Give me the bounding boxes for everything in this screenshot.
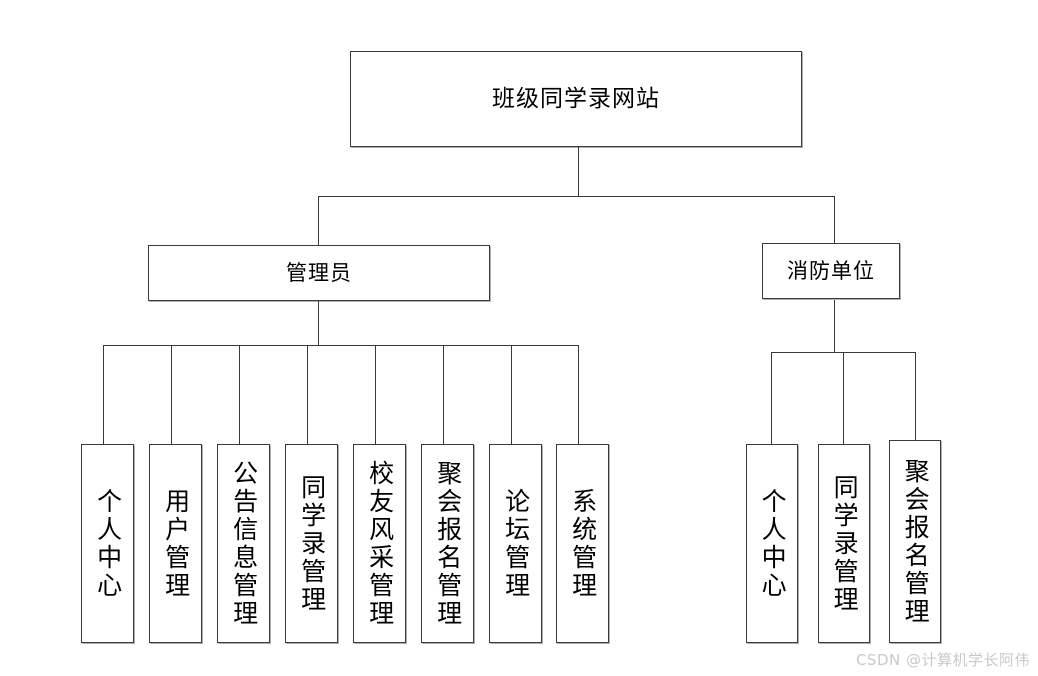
node-admin-child-forum-management[interactable]: 论坛管理 — [489, 444, 542, 643]
node-admin[interactable]: 管理员 — [148, 245, 490, 301]
connector-admin-child-2 — [171, 345, 172, 444]
connector-admin-child-4 — [307, 345, 308, 444]
node-admin-child-system-management[interactable]: 系统管理 — [556, 444, 609, 643]
node-root[interactable]: 班级同学录网站 — [350, 51, 802, 147]
connector-to-fire — [834, 196, 835, 243]
connector-fire-child-2 — [843, 352, 844, 444]
connector-fire-child-1 — [771, 352, 772, 444]
node-fire-child-gathering-signup-management[interactable]: 聚会报名管理 — [889, 440, 941, 643]
connector-level2-bus — [318, 196, 835, 197]
node-admin-child-alumni-style-management[interactable]: 校友风采管理 — [353, 444, 406, 643]
connector-admin-child-1 — [103, 345, 104, 444]
node-fire-unit[interactable]: 消防单位 — [762, 243, 900, 299]
connector-admin-bus — [103, 345, 578, 346]
connector-fire-stem — [834, 300, 835, 352]
connector-admin-child-7 — [511, 345, 512, 444]
node-admin-child-gathering-signup-management[interactable]: 聚会报名管理 — [421, 444, 474, 643]
node-admin-child-personal-center[interactable]: 个人中心 — [81, 444, 134, 643]
csdn-watermark: CSDN @计算机学长阿伟 — [855, 651, 1030, 669]
node-admin-child-yearbook-management[interactable]: 同学录管理 — [285, 444, 338, 643]
connector-fire-child-3 — [915, 352, 916, 440]
connector-admin-stem — [318, 301, 319, 345]
connector-to-admin — [318, 196, 319, 245]
node-fire-child-yearbook-management[interactable]: 同学录管理 — [818, 444, 870, 643]
connector-admin-child-3 — [239, 345, 240, 444]
node-admin-child-user-management[interactable]: 用户管理 — [149, 444, 202, 643]
node-fire-child-personal-center[interactable]: 个人中心 — [746, 444, 798, 643]
node-admin-child-announcement-management[interactable]: 公告信息管理 — [217, 444, 270, 643]
connector-admin-child-8 — [578, 345, 579, 444]
connector-root-stem — [578, 147, 579, 196]
connector-admin-child-5 — [375, 345, 376, 444]
connector-admin-child-6 — [443, 345, 444, 444]
